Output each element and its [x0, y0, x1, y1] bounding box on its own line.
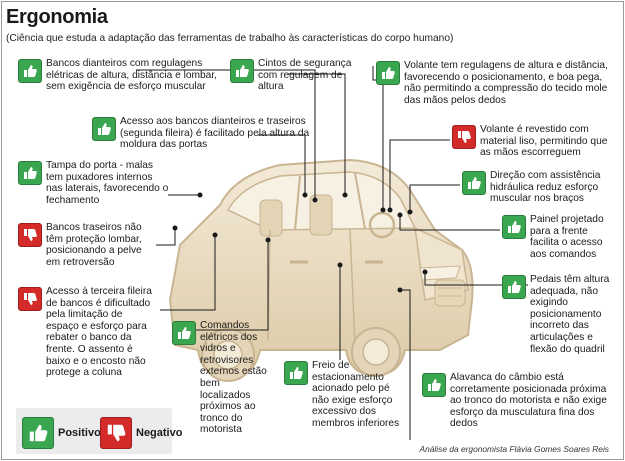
thumbs-up-icon: [18, 161, 42, 185]
item-text: Acesso aos bancos dianteiros e traseiros…: [120, 116, 310, 151]
item-text: Tampa do porta - malas tem puxadores int…: [46, 160, 169, 206]
item-bancos-dianteiros: Bancos dianteiros com regulagens elétric…: [18, 58, 218, 93]
item-freio: Freio de estacionamento acionado pelo pé…: [284, 360, 400, 430]
item-text: Painel projetado para a frente facilita …: [530, 214, 604, 260]
item-text: Bancos traseiros não têm proteção lombar…: [46, 222, 142, 268]
item-direcao: Direção com assistência hidráulica reduz…: [462, 170, 612, 205]
car-illustration: [168, 158, 474, 382]
thumbs-up-icon: [18, 59, 42, 83]
legend-positive: Positivo: [22, 416, 101, 449]
item-painel: Painel projetado para a frente facilita …: [502, 214, 614, 260]
thumbs-down-icon: [100, 417, 132, 449]
item-tampa-porta: Tampa do porta - malas tem puxadores int…: [18, 160, 170, 206]
thumbs-up-icon: [172, 321, 196, 345]
legend-negative-label: Negativo: [136, 426, 183, 439]
thumbs-up-icon: [462, 171, 486, 195]
item-terceira-fileira: Acesso à terceira fileira de bancos é di…: [18, 286, 158, 379]
legend-positive-label: Positivo: [58, 426, 101, 439]
thumbs-up-icon: [22, 417, 54, 449]
item-text: Comandos elétricos dos vidros e retrovis…: [200, 320, 267, 436]
legend-negative: Negativo: [100, 416, 182, 449]
page-title: Ergonomia: [6, 6, 108, 28]
thumbs-up-icon: [502, 215, 526, 239]
thumbs-down-icon: [452, 125, 476, 149]
item-volante-revestido: Volante é revestido com material liso, p…: [452, 124, 612, 159]
item-text: Volante é revestido com material liso, p…: [480, 124, 608, 159]
credit-text: Análise da ergonomista Flávia Gomes Soar…: [419, 444, 609, 454]
thumbs-up-icon: [422, 373, 446, 397]
thumbs-up-icon: [376, 61, 400, 85]
item-cintos: Cintos de segurança com regulagem de alt…: [230, 58, 370, 93]
item-cambio: Alavanca do câmbio está corretamente pos…: [422, 372, 612, 430]
item-text: Acesso à terceira fileira de bancos é di…: [46, 286, 152, 379]
item-pedais: Pedais têm altura adequada, não exigindo…: [502, 274, 616, 355]
thumbs-up-icon: [502, 275, 526, 299]
thumbs-down-icon: [18, 223, 42, 247]
item-bancos-traseiros: Bancos traseiros não têm proteção lombar…: [18, 222, 158, 268]
item-volante-regulagens: Volante tem regulagens de altura e distâ…: [376, 60, 616, 106]
item-text: Direção com assistência hidráulica reduz…: [490, 170, 601, 205]
item-comandos: Comandos elétricos dos vidros e retrovis…: [172, 320, 270, 436]
thumbs-down-icon: [18, 287, 42, 311]
item-text: Pedais têm altura adequada, não exigindo…: [530, 274, 610, 355]
item-text: Cintos de segurança com regulagem de alt…: [258, 58, 352, 93]
item-acesso-bancos: Acesso aos bancos dianteiros e traseiros…: [92, 116, 310, 151]
thumbs-up-icon: [230, 59, 254, 83]
page-subtitle: (Ciência que estuda a adaptação das ferr…: [6, 33, 454, 44]
thumbs-up-icon: [284, 361, 308, 385]
item-text: Volante tem regulagens de altura e distâ…: [404, 60, 608, 106]
thumbs-up-icon: [92, 117, 116, 141]
legend: Positivo Negativo: [16, 408, 182, 454]
item-text: Bancos dianteiros com regulagens elétric…: [46, 58, 218, 93]
item-text: Alavanca do câmbio está corretamente pos…: [450, 372, 607, 430]
item-text: Freio de estacionamento acionado pelo pé…: [312, 360, 400, 429]
